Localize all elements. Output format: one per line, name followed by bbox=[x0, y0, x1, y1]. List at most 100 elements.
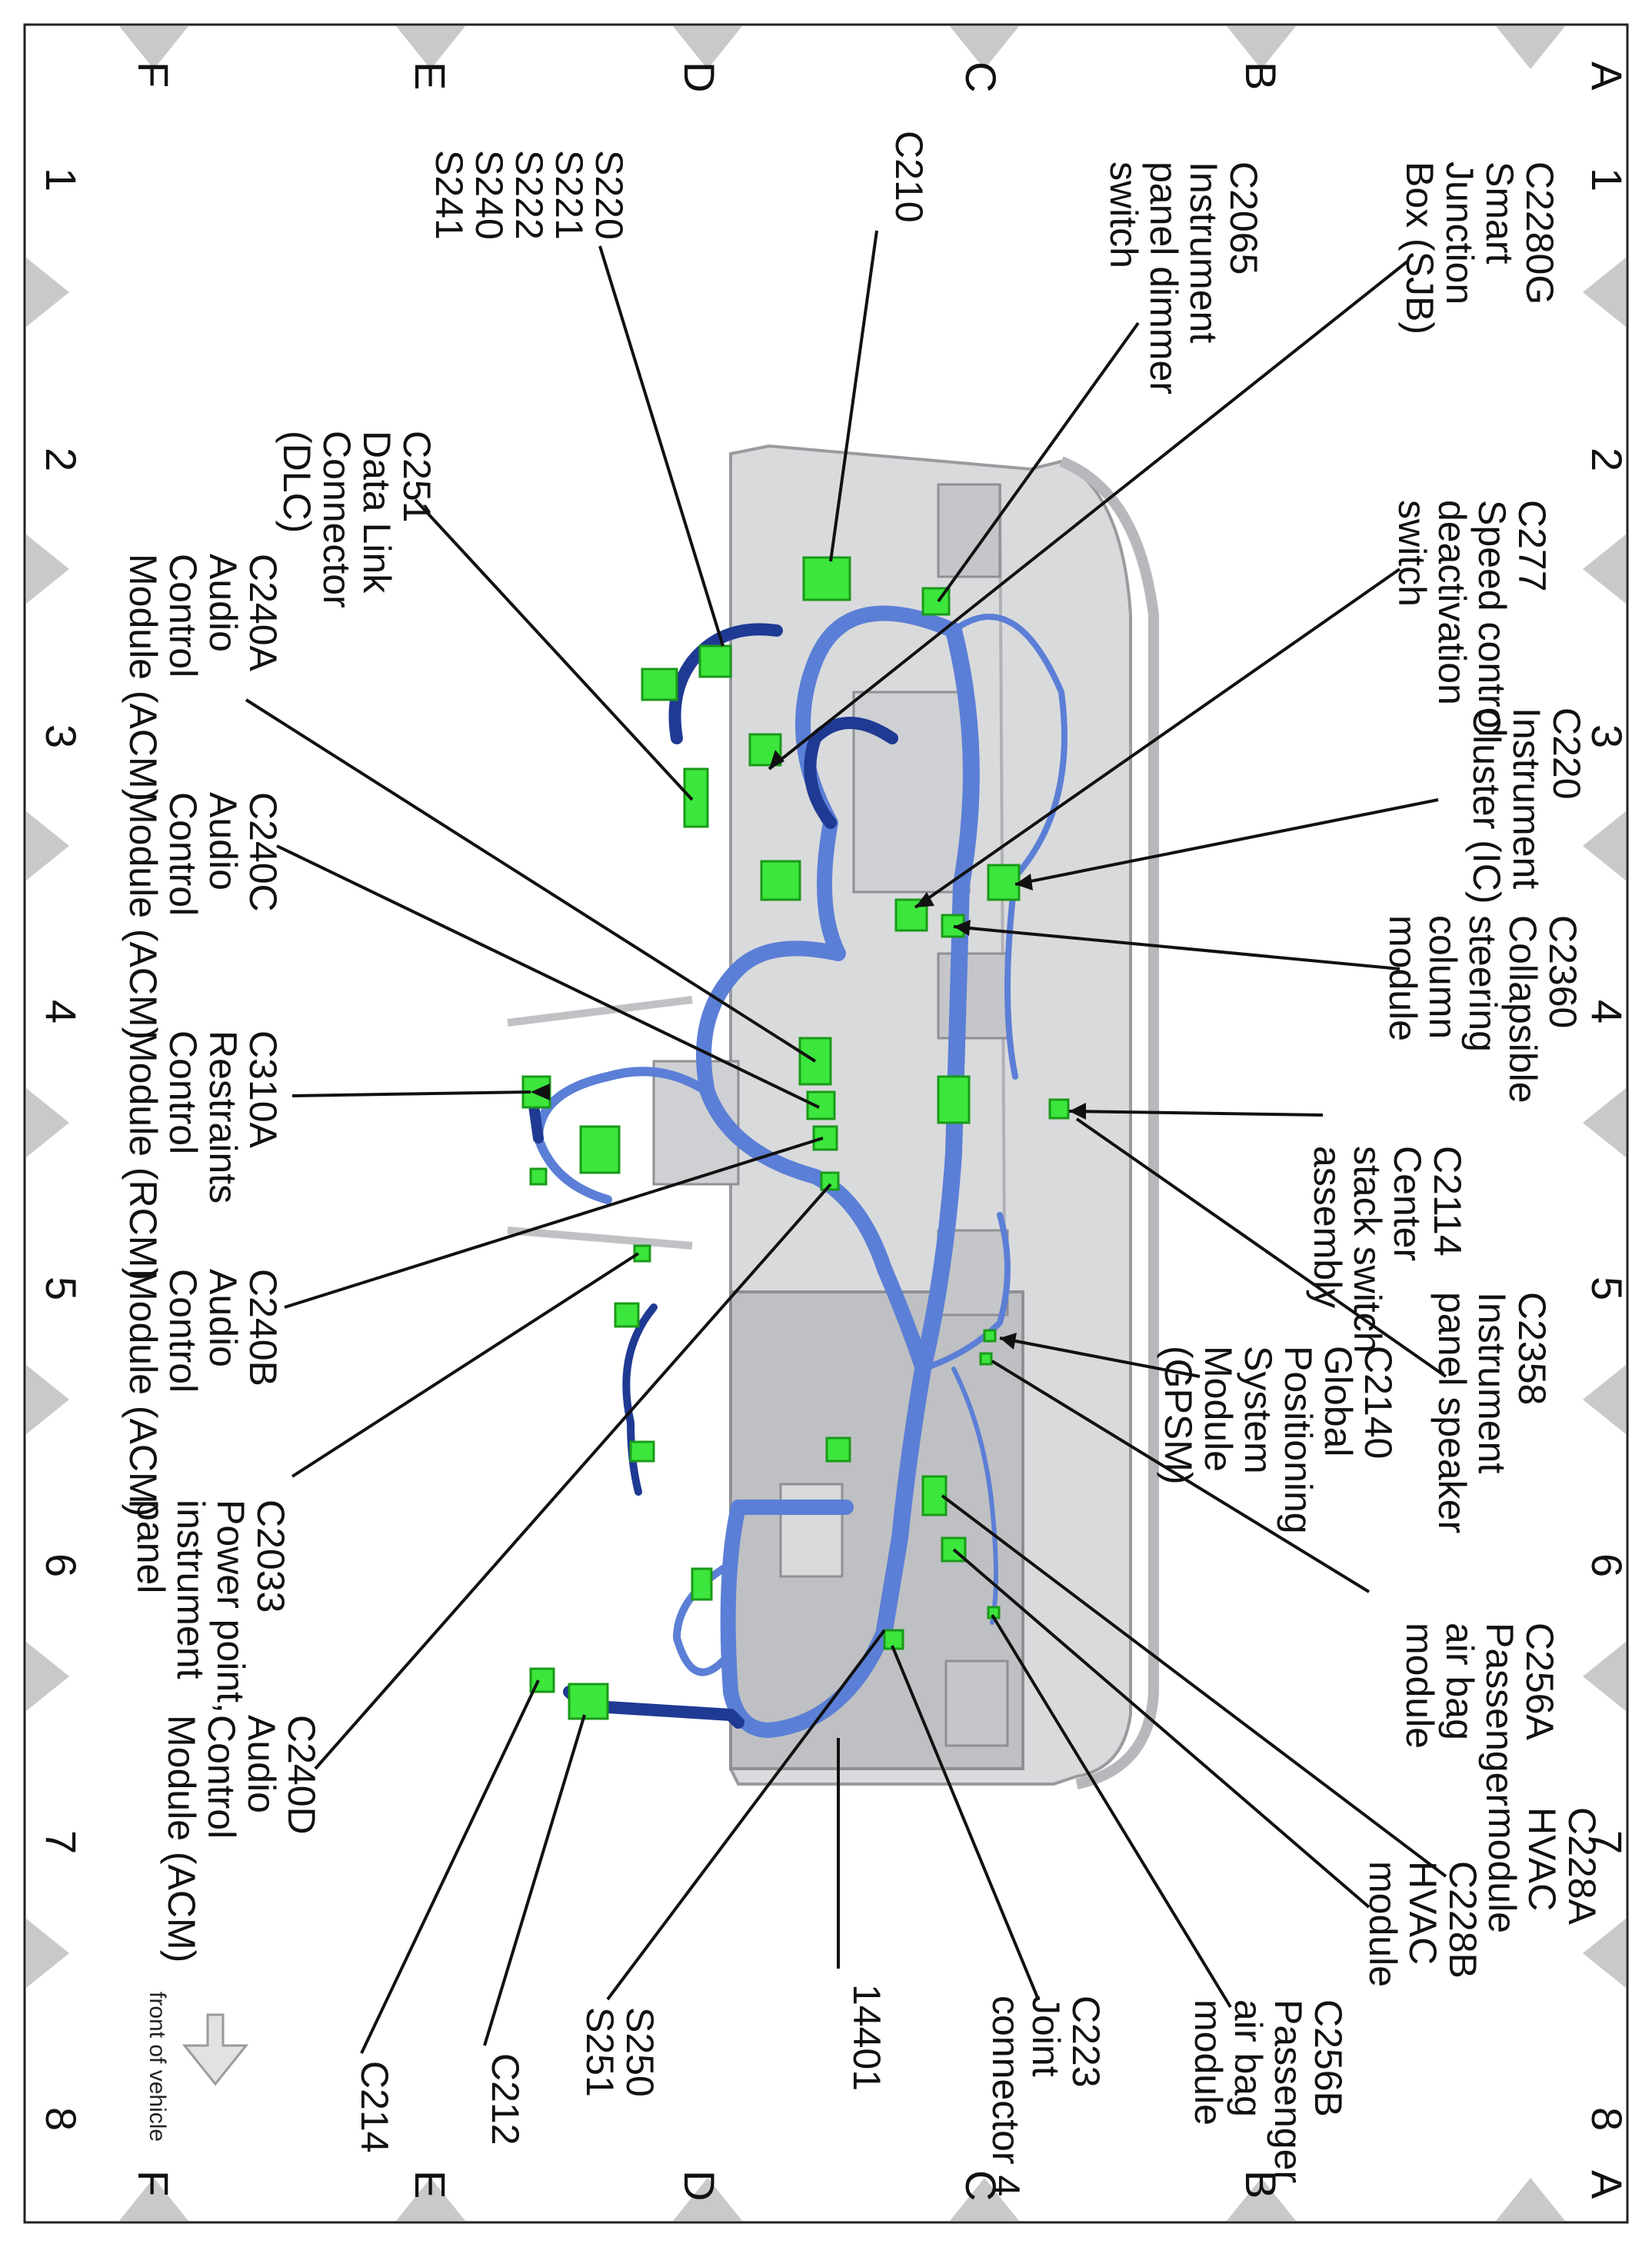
marker-left-5 bbox=[26, 1642, 69, 1711]
harness-rcm-branch bbox=[534, 1067, 712, 1204]
connector-column-lower bbox=[760, 860, 801, 901]
svg-text:C228BHVACmodule: C228BHVACmodule bbox=[1361, 1861, 1484, 1987]
arrow-c310a bbox=[531, 1084, 550, 1100]
marker-right-3 bbox=[1583, 1088, 1626, 1157]
leader-c256a bbox=[991, 1360, 1371, 1593]
grid-row-e-bottom: E bbox=[406, 2170, 455, 2199]
grid-row-d-top: D bbox=[675, 62, 724, 92]
center-vent-1 bbox=[937, 952, 1009, 1040]
arrow-c2360 bbox=[954, 920, 971, 936]
callout-labels: C2280GSmartJunctionBox (SJB) C2065Instru… bbox=[122, 131, 1604, 2196]
arrow-c2114 bbox=[1069, 1103, 1086, 1120]
leader-c240b bbox=[284, 1137, 824, 1309]
leader-c2360 bbox=[953, 925, 1401, 970]
svg-text:C2140GlobalPositioningSystemMo: C2140GlobalPositioningSystemModule(GPSM) bbox=[1157, 1346, 1400, 1534]
marker-left-6 bbox=[26, 1919, 69, 1988]
marker-left-4 bbox=[26, 1365, 69, 1434]
label-c2033: C2033Power point,instrumentpanel bbox=[129, 1500, 292, 1713]
harness-column-dark bbox=[804, 717, 898, 829]
marker-right-5 bbox=[1583, 1642, 1626, 1711]
leader-c240d bbox=[314, 1183, 832, 1770]
leader-c214 bbox=[360, 1679, 540, 2054]
marker-bottom-3 bbox=[950, 2178, 1019, 2221]
label-c223: C223Jointconnector 4 bbox=[984, 1996, 1107, 2196]
arrowheads bbox=[531, 750, 1086, 1350]
svg-text:S250S251: S250S251 bbox=[578, 2007, 661, 2097]
svg-text:C214: C214 bbox=[353, 2061, 396, 2153]
leader-c228b bbox=[952, 1548, 1371, 1909]
leader-c228a bbox=[941, 1494, 1447, 1878]
grid-col-3-right: 3 bbox=[1583, 724, 1631, 748]
connector-rcm-box bbox=[579, 1125, 621, 1174]
arrow-c220 bbox=[1015, 874, 1033, 890]
leader-c310a bbox=[291, 1090, 531, 1097]
label-14401: 14401 bbox=[845, 1984, 888, 2091]
grid-row-a-bottom: A bbox=[1583, 2170, 1631, 2199]
marker-top-2 bbox=[673, 26, 742, 69]
marker-right-0 bbox=[1583, 258, 1626, 327]
label-c256b: C256BPassengerair bagmodule bbox=[1187, 1999, 1350, 2183]
connector-c277 bbox=[894, 898, 928, 932]
marker-right-2 bbox=[1583, 811, 1626, 880]
label-c2360: C2360Collapsiblesteeringcolumnmodule bbox=[1381, 915, 1584, 1104]
grid-rows-bottom: A B C D E F bbox=[129, 2170, 1631, 2201]
marker-left-3 bbox=[26, 1088, 69, 1157]
grid-col-7-right: 7 bbox=[1583, 1830, 1631, 1854]
grid-col-6-right: 6 bbox=[1583, 1553, 1631, 1577]
connector-c212 bbox=[568, 1683, 609, 1720]
marker-left-1 bbox=[26, 534, 69, 604]
front-of-vehicle: front of vehicle bbox=[145, 1992, 249, 2142]
marker-right-4 bbox=[1583, 1365, 1626, 1434]
grid-col-4-right: 4 bbox=[1583, 1000, 1631, 1024]
grid-row-b-bottom: B bbox=[1237, 2170, 1285, 2199]
grid-row-a-top: A bbox=[1583, 62, 1631, 91]
harness-upper-loop bbox=[696, 605, 961, 1376]
harness-left-dark bbox=[668, 623, 783, 744]
grid-col-6-left: 6 bbox=[37, 1553, 85, 1577]
marker-bottom-0 bbox=[119, 2178, 188, 2221]
marker-bottom-5 bbox=[1496, 2178, 1565, 2221]
connector-glove-left bbox=[691, 1567, 713, 1601]
label-s250: S250S251 bbox=[578, 2007, 661, 2097]
svg-text:C2358Instrumentpanel speaker: C2358Instrumentpanel speaker bbox=[1431, 1292, 1554, 1533]
grid-row-f-top: F bbox=[129, 62, 178, 88]
panel-top-rail bbox=[1059, 456, 1159, 1789]
grid-col-2-right: 2 bbox=[1583, 448, 1631, 471]
connector-c210 bbox=[802, 556, 851, 601]
connector-c2140 bbox=[979, 1352, 993, 1366]
grid-row-d-bottom: D bbox=[675, 2170, 724, 2201]
connector-c223 bbox=[883, 1629, 904, 1650]
grid-col-5-right: 5 bbox=[1583, 1277, 1631, 1300]
grid-col-5-left: 5 bbox=[37, 1277, 85, 1300]
label-c240b: C240BAudioControlModule (ACM) bbox=[122, 1269, 285, 1516]
leader-c2033 bbox=[291, 1252, 640, 1478]
leader-c256b bbox=[991, 1613, 1232, 2009]
right-vent bbox=[944, 1659, 1009, 1747]
svg-text:14401: 14401 bbox=[845, 1984, 888, 2091]
leader-c277 bbox=[914, 568, 1401, 909]
harness-main-trunk bbox=[876, 622, 980, 1639]
grid-col-2-left: 2 bbox=[37, 448, 85, 471]
front-arrow-icon bbox=[182, 2013, 249, 2086]
grid-markers bbox=[26, 26, 1626, 2221]
label-c2114: C2114Centerstack switchassembly bbox=[1306, 1146, 1469, 1353]
connector-c220 bbox=[987, 864, 1021, 901]
leader-s250 bbox=[606, 1629, 886, 2001]
connector-c2033 bbox=[820, 1171, 840, 1191]
label-c251: C251Data LinkConnector(DLC) bbox=[275, 431, 438, 608]
svg-text:C310ARestraintsControlModule (: C310ARestraintsControlModule (RCM) bbox=[122, 1030, 285, 1280]
grid-col-8-left: 8 bbox=[37, 2107, 85, 2131]
svg-text:C228AHVACmodule: C228AHVACmodule bbox=[1480, 1807, 1604, 1933]
label-c228a: C228AHVACmodule bbox=[1480, 1807, 1604, 1933]
connector-c2358 bbox=[983, 1329, 997, 1343]
harness-upper-thin bbox=[951, 614, 1067, 1080]
svg-text:C256APassengerair bagmodule: C256APassengerair bagmodule bbox=[1398, 1623, 1561, 1806]
marker-right-1 bbox=[1583, 534, 1626, 604]
leader-s220 bbox=[598, 245, 724, 647]
svg-text:C2033Power point,instrumentpan: C2033Power point,instrumentpanel bbox=[129, 1500, 292, 1713]
marker-top-4 bbox=[1227, 26, 1296, 69]
harness-center-thin bbox=[920, 1212, 1011, 1372]
grid-col-8-right: 8 bbox=[1583, 2107, 1631, 2131]
svg-text:C2114Centerstack switchassembl: C2114Centerstack switchassembly bbox=[1306, 1146, 1469, 1353]
leader-c220 bbox=[1014, 798, 1439, 886]
